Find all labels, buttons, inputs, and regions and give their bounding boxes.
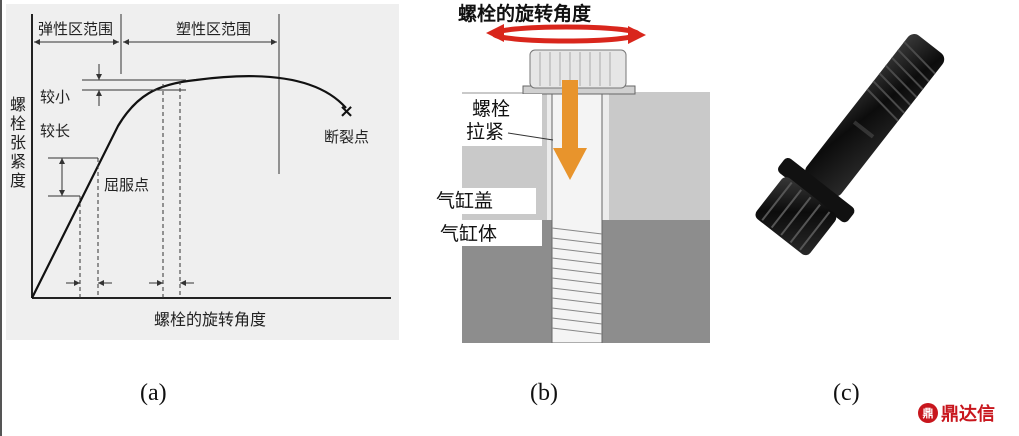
bolt-flange xyxy=(777,157,855,223)
caption-c: (c) xyxy=(833,380,860,406)
plastic-range-label: 塑性区范围 xyxy=(176,20,251,38)
rotation-title: 螺栓的旋转角度 xyxy=(458,2,592,25)
fracture-x-mark: × xyxy=(339,101,354,122)
brand-logo: 鼎 鼎达信 xyxy=(918,400,995,426)
cylinder-head-label: 气缸盖 xyxy=(436,190,493,212)
bolt-tension-label-2: 拉紧 xyxy=(466,121,504,143)
fracture-point-label: 断裂点 xyxy=(324,128,369,146)
y-axis-char-5: 度 xyxy=(10,171,26,190)
bolt-shank-photo xyxy=(805,34,945,197)
y-axis-char-4: 紧 xyxy=(10,152,26,171)
logo-mark-icon: 鼎 xyxy=(918,403,938,423)
panel-b-diagram: 螺栓的旋转角度 螺栓 拉紧 气缸盖 气缸体 xyxy=(422,0,710,343)
logo-text: 鼎达信 xyxy=(941,404,995,425)
longer-label: 较长 xyxy=(40,122,70,140)
tension-arrow xyxy=(562,80,578,152)
smaller-label: 较小 xyxy=(40,88,70,106)
y-axis-char-2: 栓 xyxy=(10,114,26,133)
bolt-threads xyxy=(551,227,603,335)
panel-c-bolt-image xyxy=(755,34,945,256)
x-axis-label: 螺栓的旋转角度 xyxy=(154,310,266,329)
tension-curve xyxy=(31,74,347,299)
left-edge-rule xyxy=(0,0,2,436)
panel-a-diagram: 弹性区范围 塑性区范围 × 断裂点 较小 较长 屈服点 螺 栓 张 紧 度 螺栓… xyxy=(6,4,399,340)
yield-point-label: 屈服点 xyxy=(104,176,149,194)
caption-a: (a) xyxy=(140,380,167,406)
y-axis-char-3: 张 xyxy=(10,133,26,152)
bolt-tension-label-1: 螺栓 xyxy=(472,98,510,120)
cylinder-block-label: 气缸体 xyxy=(440,223,497,245)
y-axis-char-1: 螺 xyxy=(10,95,26,114)
caption-b: (b) xyxy=(530,380,558,406)
elastic-range-label: 弹性区范围 xyxy=(38,20,113,38)
